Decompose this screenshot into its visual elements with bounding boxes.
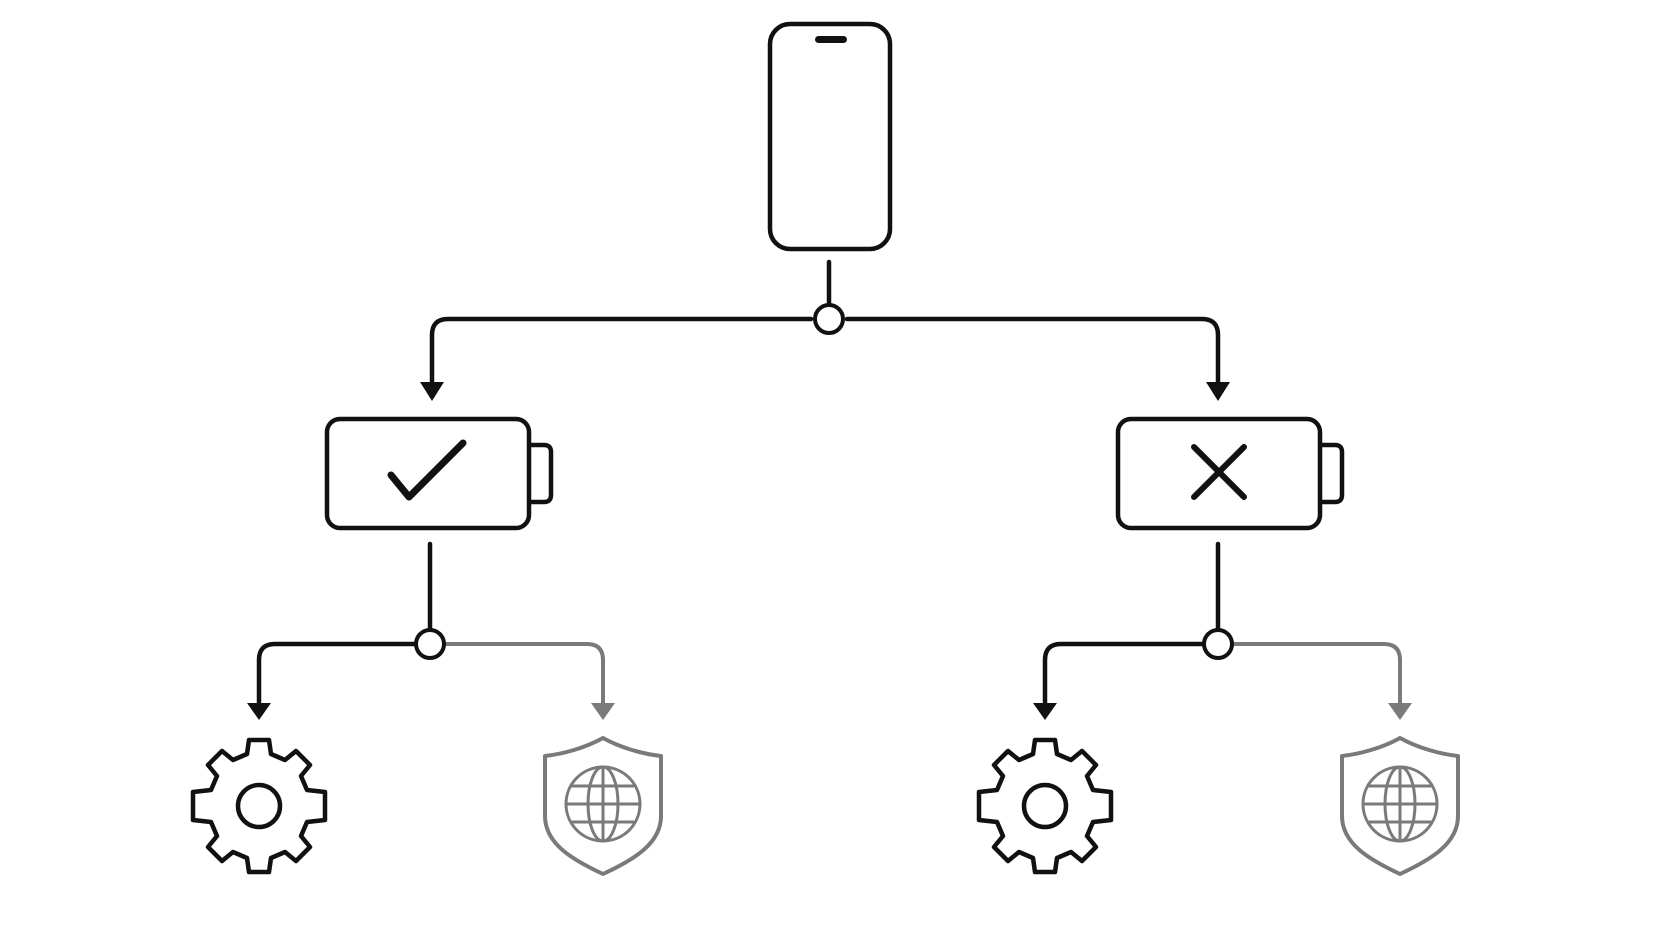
right-branch-connector	[1033, 541, 1412, 720]
checkmark-icon	[387, 439, 467, 501]
cross-icon	[1191, 444, 1247, 500]
connector-to-shield	[1230, 642, 1402, 705]
connector-to-left-battery	[429, 316, 814, 385]
arrow-head	[247, 703, 271, 720]
smartphone-icon	[767, 21, 893, 252]
shield-globe-icon	[1340, 736, 1460, 876]
connector-to-shield	[442, 642, 605, 705]
gear-icon	[979, 740, 1111, 872]
battery-icon	[324, 416, 554, 531]
root-connector	[420, 259, 1230, 401]
arrow-head	[591, 703, 615, 720]
battery-icon	[1115, 416, 1345, 531]
arrow-head	[420, 382, 444, 401]
connector-to-gear	[256, 641, 419, 706]
arrow-head	[1206, 382, 1230, 401]
phone-speaker	[815, 36, 847, 43]
gear-icon	[193, 740, 325, 872]
shield-globe-icon	[543, 736, 663, 876]
connector-to-gear	[1042, 641, 1207, 706]
arrow-head	[1388, 703, 1412, 720]
arrow-head	[1033, 703, 1057, 720]
junction-node	[1202, 628, 1234, 660]
connector-to-right-battery	[844, 316, 1221, 385]
junction-node	[414, 628, 446, 660]
junction-node	[813, 303, 845, 335]
left-branch-connector	[247, 541, 615, 720]
